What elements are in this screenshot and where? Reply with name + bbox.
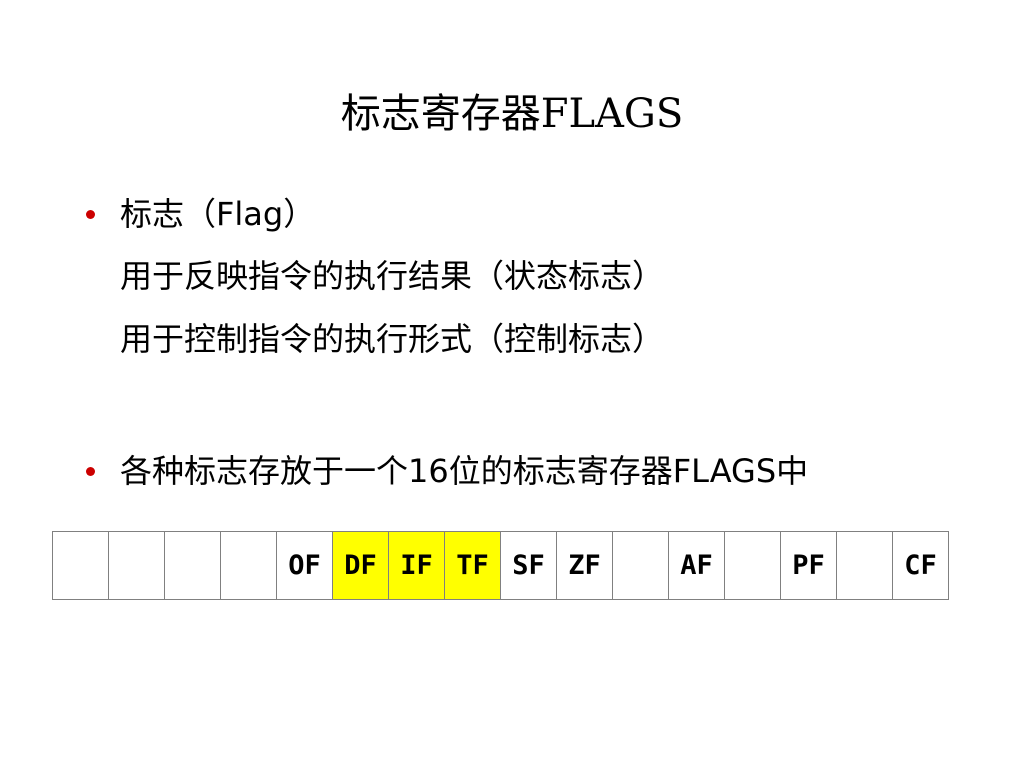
flag-bit-12: [220, 531, 277, 600]
flags-register-table: OF DF IF TF SF ZF AF PF CF: [52, 531, 949, 600]
flag-bit-10: DF: [332, 531, 389, 600]
flag-bit-14: [108, 531, 165, 600]
flag-bit-8: TF: [444, 531, 501, 600]
bullet-dot-icon: [86, 467, 95, 476]
flag-bit-3: [724, 531, 781, 600]
sub-line-control-flags: 用于控制指令的执行形式（控制标志）: [120, 320, 665, 358]
bullet-text: 标志（Flag）: [120, 195, 316, 233]
flag-bit-13: [164, 531, 221, 600]
bullet-item-flags-register: 各种标志存放于一个16位的标志寄存器FLAGS中: [86, 449, 808, 493]
flag-bit-5: [612, 531, 669, 600]
flag-bit-4: AF: [668, 531, 725, 600]
flag-bit-7: SF: [500, 531, 557, 600]
flag-bit-11: OF: [276, 531, 333, 600]
bullet-item-flag: 标志（Flag）: [86, 192, 315, 236]
flag-bit-6: ZF: [556, 531, 613, 600]
flag-bit-9: IF: [388, 531, 445, 600]
flag-bit-0: CF: [892, 531, 949, 600]
slide-title: 标志寄存器FLAGS: [340, 91, 684, 137]
bullet-text: 各种标志存放于一个16位的标志寄存器FLAGS中: [120, 452, 809, 490]
flag-bit-2: PF: [780, 531, 837, 600]
bullet-dot-icon: [86, 210, 95, 219]
flag-bit-1: [836, 531, 893, 600]
flag-bit-15: [52, 531, 109, 600]
flags-register-row: OF DF IF TF SF ZF AF PF CF: [52, 531, 949, 600]
sub-line-status-flags: 用于反映指令的执行结果（状态标志）: [120, 257, 665, 295]
